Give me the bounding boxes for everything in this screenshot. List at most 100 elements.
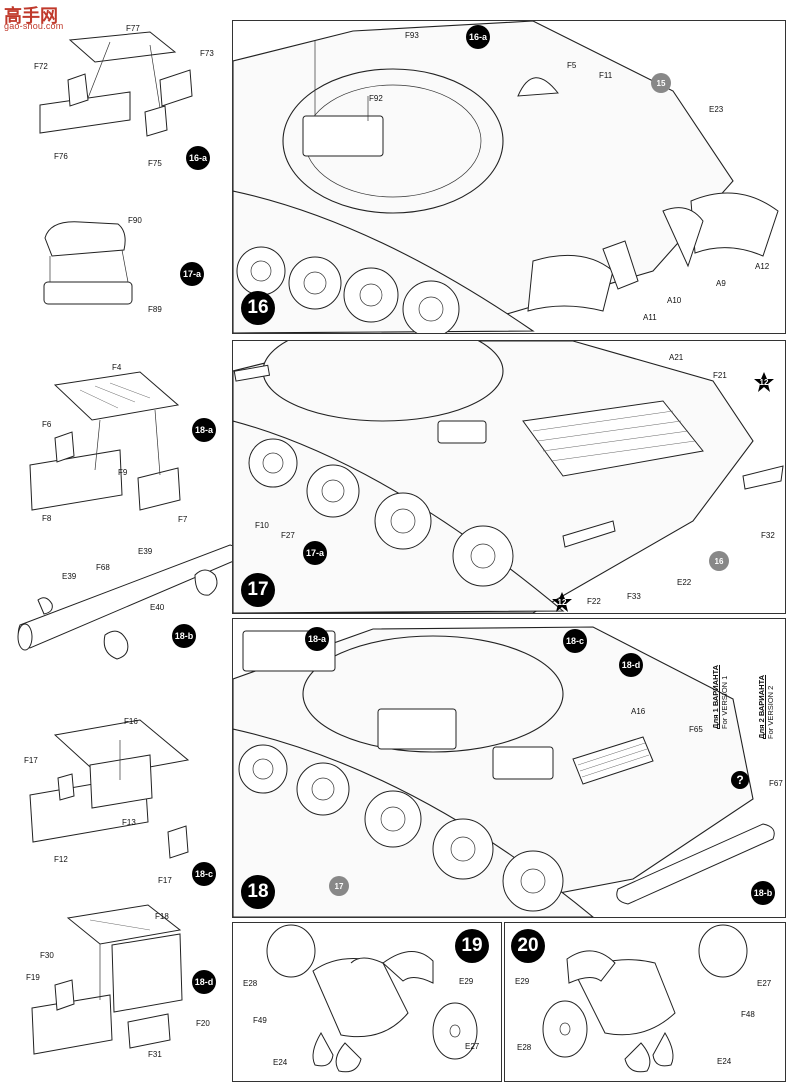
badge-17a: 17-a bbox=[180, 262, 204, 286]
label-f21: F21 bbox=[713, 371, 727, 380]
step-16-drawing bbox=[233, 21, 779, 333]
left-column-drawings bbox=[17, 31, 232, 1055]
version-1-note: Для 1 ВАРИАНТА For VERSION 1 bbox=[711, 665, 729, 729]
step-16-ref-badge: 15 bbox=[651, 73, 671, 93]
step-20-number: 20 bbox=[511, 929, 545, 963]
step-18-ref-badge: 17 bbox=[329, 876, 349, 896]
step-18-sub-18d: 18-d bbox=[619, 653, 643, 677]
version-2-en: For VERSION 2 bbox=[766, 685, 775, 739]
step-17-sub-badge: 17-a bbox=[303, 541, 327, 565]
step-18-panel: 18 18-a 18-c 18-d 18-b 17 A16 F65 F67 Дл… bbox=[232, 618, 786, 918]
label-e27: E27 bbox=[465, 1042, 480, 1051]
badge-16a: 16-a bbox=[186, 146, 210, 170]
label-f68: F68 bbox=[96, 563, 110, 572]
version-1-ru: Для 1 ВАРИАНТА bbox=[711, 664, 720, 729]
label-f90: F90 bbox=[128, 216, 142, 225]
label-f11: F11 bbox=[599, 71, 613, 80]
label-e29-s20: E29 bbox=[515, 977, 530, 986]
label-e22: E22 bbox=[677, 578, 692, 587]
version-2-note: Для 2 ВАРИАНТА For VERSION 2 bbox=[757, 675, 775, 739]
label-f18: F18 bbox=[155, 912, 169, 921]
label-f22: F22 bbox=[587, 597, 601, 606]
step-18-drawing bbox=[233, 626, 775, 917]
watermark-url: gao-shou.com bbox=[4, 21, 64, 31]
label-f77: F77 bbox=[126, 24, 140, 33]
label-f8: F8 bbox=[42, 514, 52, 523]
step-16-sub-badge: 16-a bbox=[466, 25, 490, 49]
label-f76: F76 bbox=[54, 152, 68, 161]
label-f93: F93 bbox=[405, 31, 419, 40]
step-17-ref-badge: 16 bbox=[709, 551, 729, 571]
label-f67: F67 bbox=[769, 779, 783, 788]
label-e39-left: E39 bbox=[62, 572, 77, 581]
label-f12: F12 bbox=[54, 855, 68, 864]
star-badge-bottom: 12 bbox=[551, 591, 573, 613]
label-f19: F19 bbox=[26, 973, 40, 982]
label-f48: F48 bbox=[741, 1010, 755, 1019]
label-f9: F9 bbox=[118, 468, 128, 477]
label-e29: E29 bbox=[459, 977, 474, 986]
label-f30: F30 bbox=[40, 951, 54, 960]
label-e28-s20: E28 bbox=[517, 1043, 532, 1052]
label-f6: F6 bbox=[42, 420, 52, 429]
label-f32: F32 bbox=[761, 531, 775, 540]
label-f92: F92 bbox=[369, 94, 383, 103]
star-badge-top-text: 12 bbox=[759, 377, 769, 387]
step-19-drawing bbox=[266, 924, 478, 1073]
step-16-panel: 16 16-a 15 F93 F92 F5 F11 E23 A12 A9 A10… bbox=[232, 20, 786, 334]
label-f7: F7 bbox=[178, 515, 188, 524]
badge-18a: 18-a bbox=[192, 418, 216, 442]
step-19-panel: 19 E28 E29 F49 E27 E24 bbox=[232, 922, 502, 1082]
label-f10: F10 bbox=[255, 521, 269, 530]
step-18-sub-18b: 18-b bbox=[751, 881, 775, 905]
label-f17-left: F17 bbox=[24, 756, 38, 765]
label-f17-right: F17 bbox=[158, 876, 172, 885]
site-watermark: 高手网 gao-shou.com bbox=[2, 2, 84, 32]
step-20-drawing bbox=[542, 924, 748, 1073]
label-f16: F16 bbox=[124, 717, 138, 726]
step-17-panel: 17 17-a 16 A21 F21 F32 F10 F27 F22 F33 E… bbox=[232, 340, 786, 614]
label-f27: F27 bbox=[281, 531, 295, 540]
step-18-sub-18a: 18-a bbox=[305, 627, 329, 651]
label-a9: A9 bbox=[716, 279, 726, 288]
label-a11: A11 bbox=[643, 313, 657, 322]
label-f13: F13 bbox=[122, 818, 136, 827]
label-a10: A10 bbox=[667, 296, 682, 305]
step-17-number: 17 bbox=[241, 573, 275, 607]
watermark-title: 高手网 bbox=[4, 6, 58, 26]
label-f5: F5 bbox=[567, 61, 577, 70]
label-e40: E40 bbox=[150, 603, 165, 612]
step-17-drawing bbox=[233, 341, 784, 613]
version-1-en: For VERSION 1 bbox=[720, 675, 729, 729]
label-a12: A12 bbox=[755, 262, 770, 271]
label-f65: F65 bbox=[689, 725, 703, 734]
label-f20: F20 bbox=[196, 1019, 210, 1028]
star-badge-top: 12 bbox=[753, 371, 775, 393]
badge-18b: 18-b bbox=[172, 624, 196, 648]
label-e24: E24 bbox=[273, 1058, 288, 1067]
label-e27-s20: E27 bbox=[757, 979, 772, 988]
question-mark-icon: ? bbox=[731, 771, 749, 789]
badge-18c: 18-c bbox=[192, 862, 216, 886]
label-a21: A21 bbox=[669, 353, 684, 362]
label-f49: F49 bbox=[253, 1016, 267, 1025]
label-f73: F73 bbox=[200, 49, 214, 58]
label-f33: F33 bbox=[627, 592, 641, 601]
label-f72: F72 bbox=[34, 62, 48, 71]
label-e24-s20: E24 bbox=[717, 1057, 732, 1066]
step-19-number: 19 bbox=[455, 929, 489, 963]
step-18-sub-18c: 18-c bbox=[563, 629, 587, 653]
label-e39-right: E39 bbox=[138, 547, 153, 556]
star-badge-bottom-text: 12 bbox=[557, 597, 567, 607]
label-f89: F89 bbox=[148, 305, 162, 314]
label-f31: F31 bbox=[148, 1050, 162, 1059]
label-a16: A16 bbox=[631, 707, 646, 716]
badge-18d: 18-d bbox=[192, 970, 216, 994]
step-18-number: 18 bbox=[241, 875, 275, 909]
step-20-panel: 20 E29 E27 F48 E28 E24 bbox=[504, 922, 786, 1082]
label-e23: E23 bbox=[709, 105, 724, 114]
version-2-ru: Для 2 ВАРИАНТА bbox=[757, 674, 766, 739]
label-f75: F75 bbox=[148, 159, 162, 168]
step-16-number: 16 bbox=[241, 291, 275, 325]
label-f4: F4 bbox=[112, 363, 122, 372]
